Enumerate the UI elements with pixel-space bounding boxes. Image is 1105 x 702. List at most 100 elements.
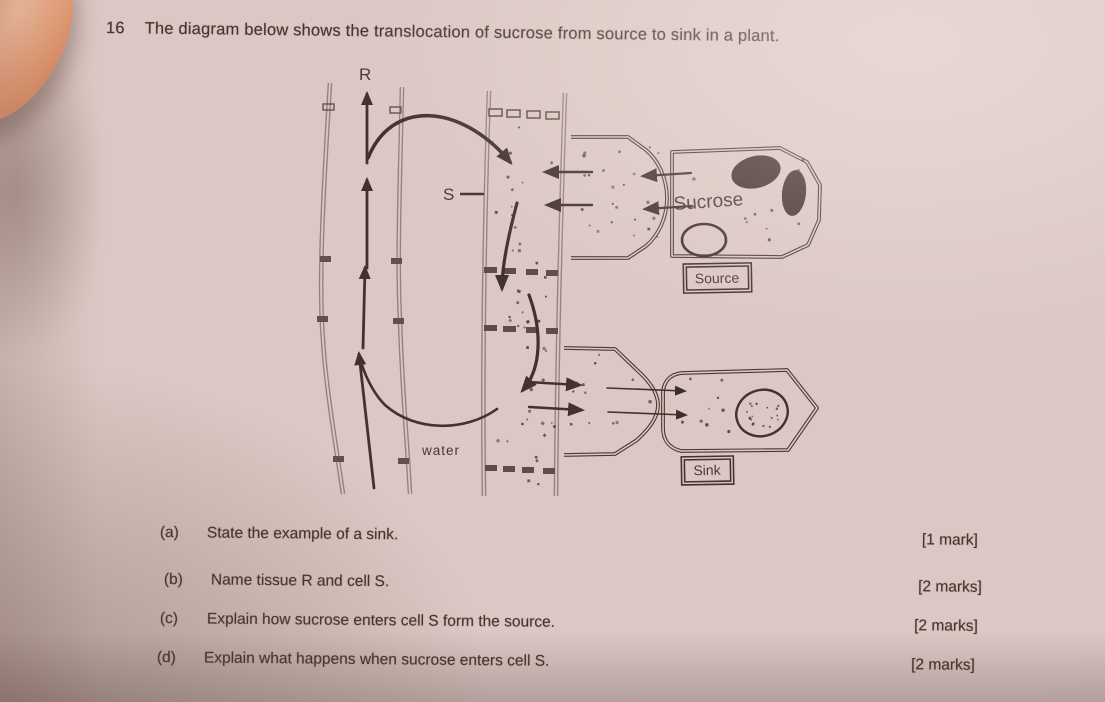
starch-grain-icon <box>735 388 789 438</box>
sucrose-dot <box>516 324 520 328</box>
sucrose-dot <box>541 378 546 382</box>
sucrose-dot <box>615 420 619 425</box>
xylem-flow-arrows <box>354 91 376 490</box>
sucrose-dot <box>632 172 636 176</box>
sucrose-dot <box>770 208 774 213</box>
sucrose-dot <box>526 418 529 421</box>
sucrose-dot <box>542 433 547 438</box>
sucrose-dot <box>544 295 547 298</box>
sucrose-dot <box>748 416 752 420</box>
part-label: (c) <box>159 610 179 628</box>
sucrose-dot <box>529 387 534 392</box>
sucrose-dot <box>602 169 605 173</box>
nucleus-icon <box>680 222 728 258</box>
sucrose-dot <box>611 421 615 425</box>
sucrose-dot <box>517 289 521 294</box>
sucrose-dot <box>569 422 573 426</box>
sucrose-dot <box>753 212 757 216</box>
part-marks: [2 marks] <box>914 617 978 635</box>
sucrose-unloading-arrows <box>526 377 688 420</box>
sink-label: Sink <box>693 462 722 478</box>
sucrose-dot <box>510 187 515 192</box>
sucrose-dot <box>622 183 626 186</box>
sucrose-dot <box>580 207 585 212</box>
sucrose-dot <box>511 249 515 252</box>
sucrose-dot <box>518 126 521 129</box>
sucrose-dot <box>596 229 600 233</box>
sucrose-dot <box>542 346 547 351</box>
sucrose-dot <box>494 210 499 215</box>
sucrose-dot <box>588 224 591 227</box>
question-part-d: (d) Explain what happens when sucrose en… <box>157 649 975 675</box>
sucrose-dots-layer <box>490 126 805 486</box>
sucrose-dot <box>617 150 622 154</box>
sucrose-dot <box>581 153 586 158</box>
sucrose-dot <box>765 227 768 230</box>
sucrose-dot <box>518 242 522 246</box>
sucrose-dot <box>508 315 512 319</box>
sucrose-dot <box>583 151 587 155</box>
sucrose-dot <box>760 183 764 187</box>
sucrose-dot <box>611 185 615 189</box>
sucrose-dot <box>743 217 747 221</box>
sucrose-dot <box>584 391 587 394</box>
sucrose-dot <box>797 168 801 172</box>
sucrose-dot <box>657 151 660 155</box>
chloroplast-icon <box>781 170 807 216</box>
part-label: (a) <box>159 524 179 542</box>
sucrose-dot <box>545 349 548 352</box>
phloem-sieve-tube <box>481 90 568 497</box>
sucrose-dot <box>525 319 530 324</box>
sieve-plates <box>484 108 560 474</box>
sucrose-dot <box>750 405 753 408</box>
sucrose-dot <box>550 161 554 165</box>
question-part-b: (b) Name tissue R and cell S. [2 marks] <box>164 571 982 597</box>
sucrose-loading-arrows <box>542 165 694 216</box>
sucrose-dot <box>762 424 765 428</box>
sucrose-dot <box>767 238 772 242</box>
sucrose-dot <box>716 396 720 400</box>
sucrose-dot <box>543 276 547 279</box>
sucrose-dot <box>737 174 741 178</box>
part-text: Name tissue R and cell S. <box>210 571 390 591</box>
sink-box: Sink <box>680 455 735 486</box>
sucrose-dot <box>691 176 697 182</box>
sucrose-dot <box>550 421 553 424</box>
sucrose-dot <box>534 455 538 459</box>
sucrose-dot <box>748 402 752 406</box>
sucrose-dot <box>521 181 524 184</box>
translocation-diagram: Sucrose Source <box>317 65 822 497</box>
sucrose-dot <box>587 173 591 177</box>
chloroplast-icon <box>731 155 781 189</box>
tissue-r-label: R <box>359 65 371 84</box>
sucrose-dot <box>680 420 685 424</box>
sucrose-dot <box>508 151 513 156</box>
sucrose-dot <box>777 418 779 421</box>
question-part-a: (a) State the example of a sink. [1 mark… <box>160 524 978 550</box>
part-label: (b) <box>163 571 183 589</box>
part-text: State the example of a sink. <box>206 524 399 544</box>
sucrose-dot <box>552 424 557 429</box>
water-return-arrow <box>358 356 499 428</box>
sucrose-dot <box>768 425 772 429</box>
sucrose-dot <box>648 146 652 149</box>
sucrose-dot <box>647 227 651 231</box>
sucrose-dot <box>766 406 769 409</box>
sucrose-dot <box>517 248 522 253</box>
sucrose-dot <box>615 205 619 209</box>
xylem-pits <box>317 103 409 464</box>
page-title: The diagram below shows the translocatio… <box>144 19 780 46</box>
sucrose-dot <box>535 459 539 463</box>
sucrose-dot <box>611 202 614 206</box>
sucrose-dot <box>631 378 635 382</box>
sucrose-dot <box>598 353 600 356</box>
sucrose-dot <box>646 200 650 204</box>
sucrose-dot <box>720 378 724 382</box>
sucrose-dot <box>571 390 575 393</box>
sucrose-dot <box>513 225 518 230</box>
sucrose-dot <box>537 482 540 486</box>
sucrose-dot <box>699 418 704 424</box>
sucrose-dot <box>581 383 585 387</box>
sucrose-label: Sucrose <box>673 189 744 215</box>
companion-cell-sink <box>563 346 660 457</box>
